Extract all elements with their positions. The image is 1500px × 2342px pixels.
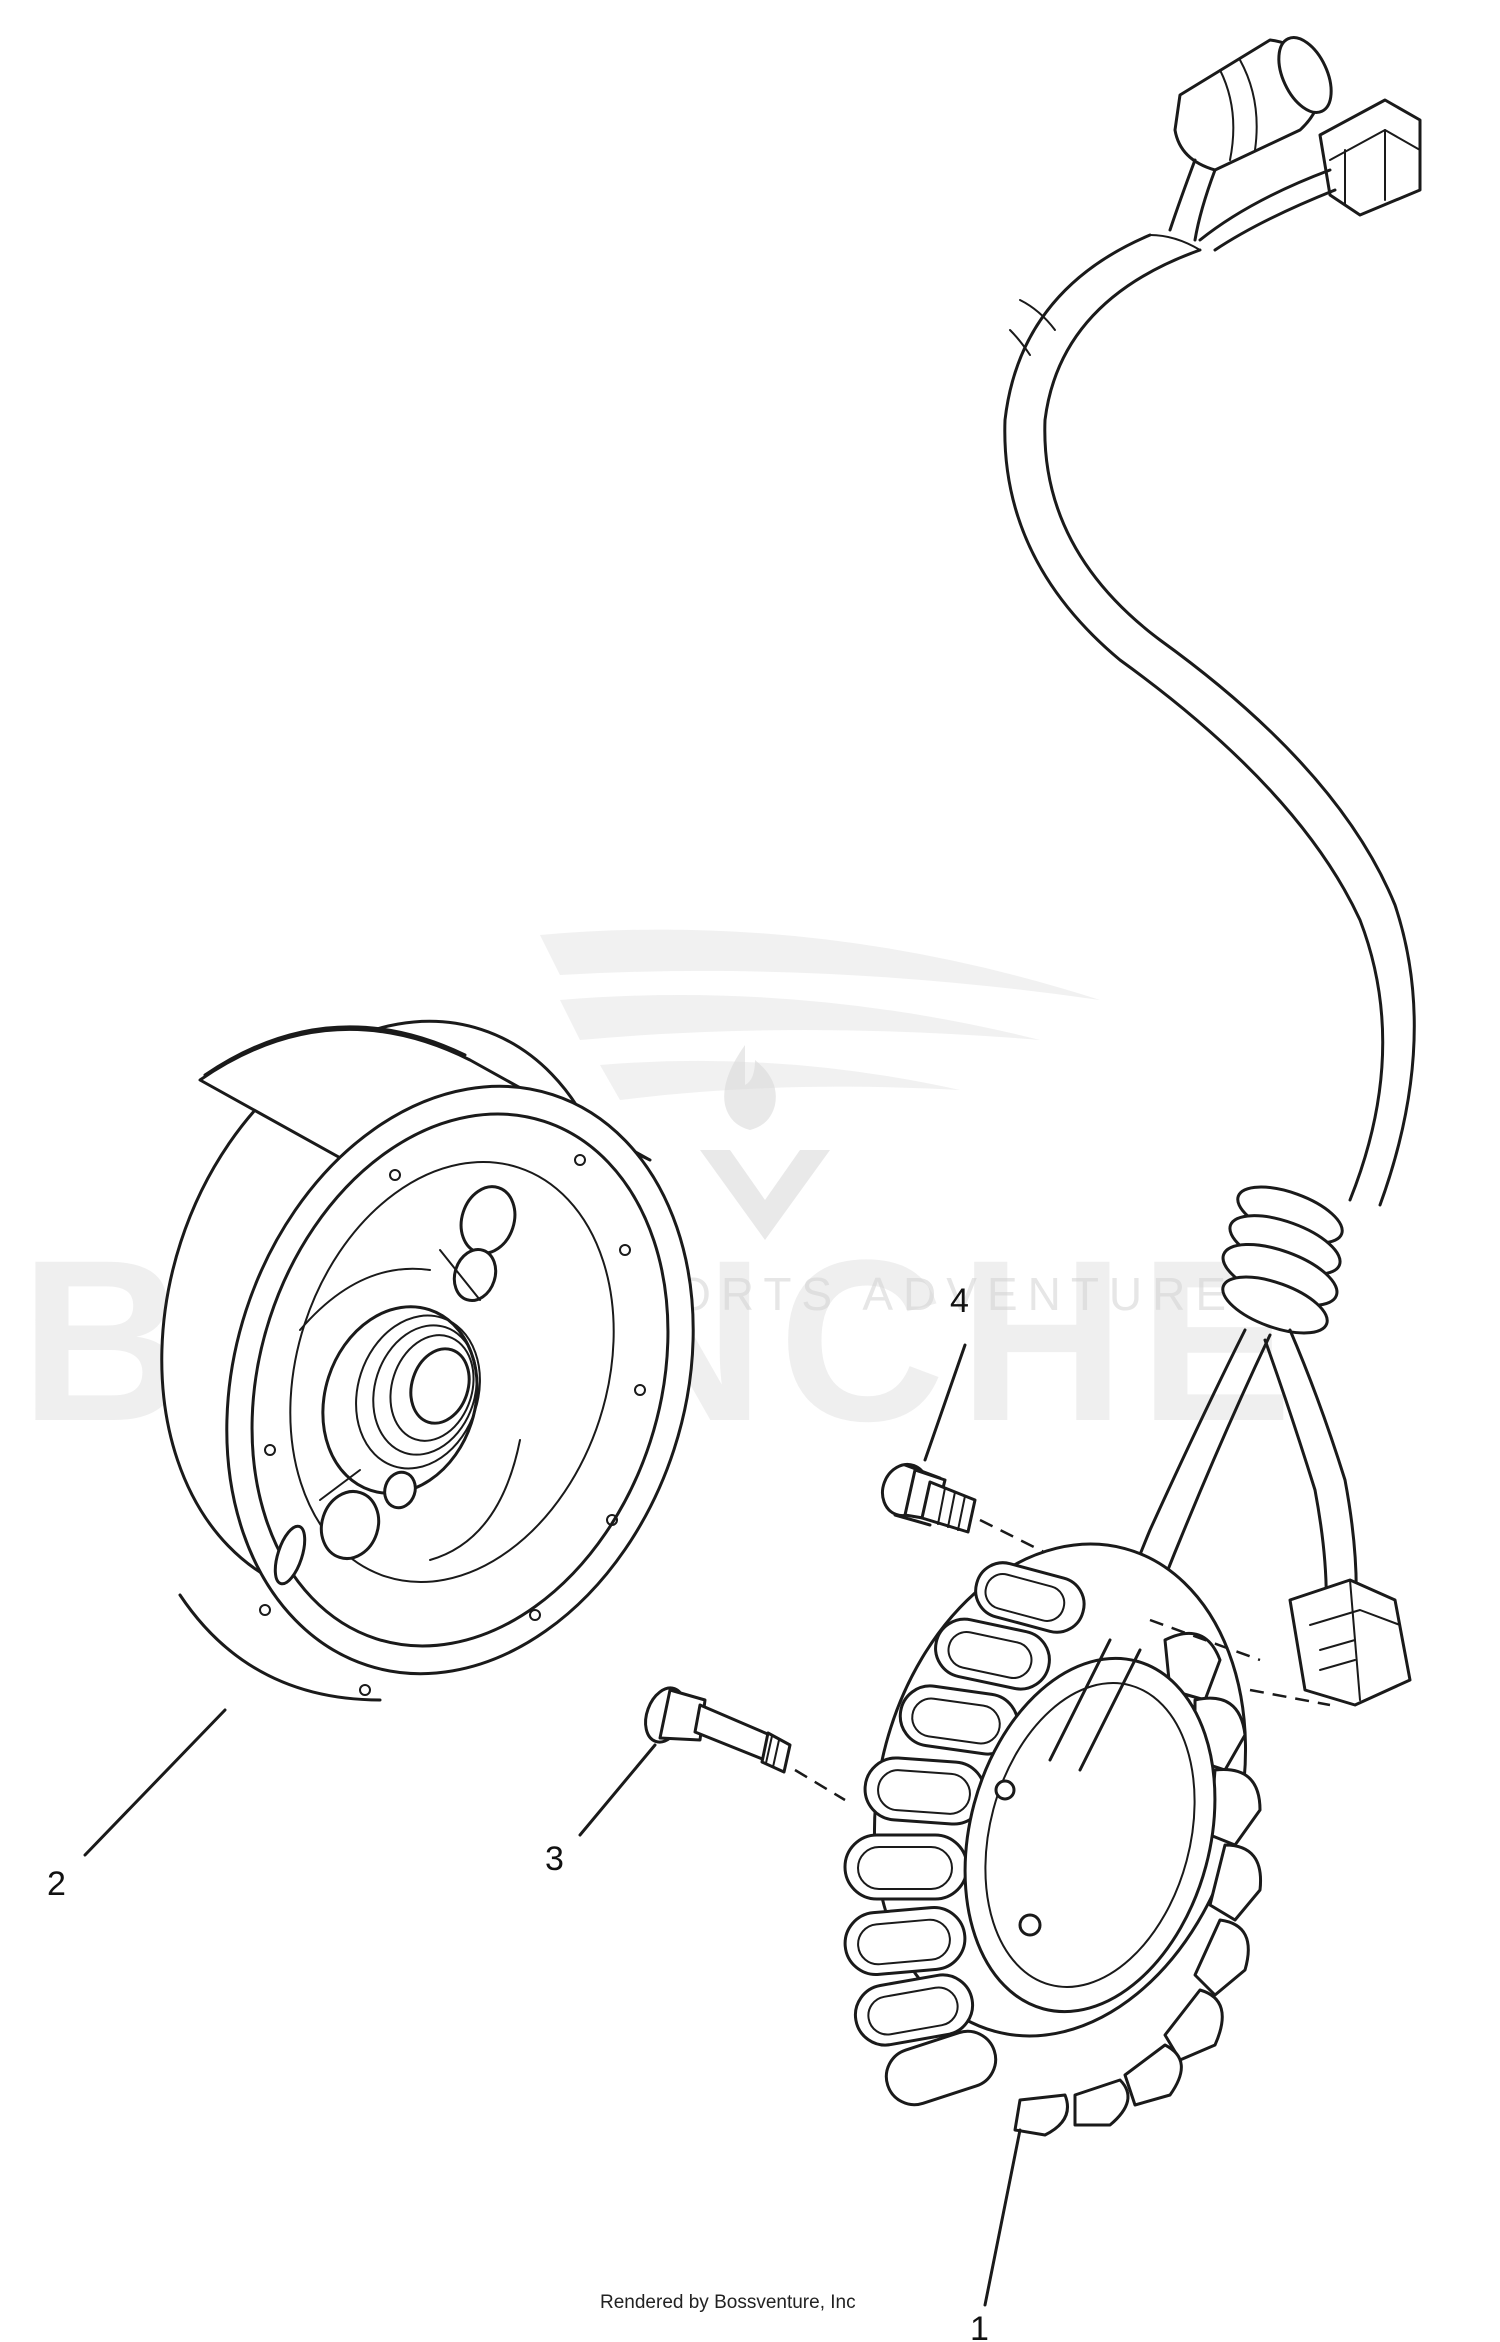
render-credit: Rendered by Bossventure, Inc bbox=[600, 2292, 856, 2313]
stator-poles bbox=[843, 1561, 1086, 2107]
wiring-harness bbox=[1003, 36, 1422, 1707]
flywheel-rotor bbox=[160, 1019, 695, 1702]
bolt-part-3 bbox=[644, 1686, 846, 1802]
watermark-v-icon bbox=[700, 1150, 830, 1240]
leader-lines bbox=[83, 1343, 1022, 2307]
callout-1: 1 bbox=[970, 2310, 989, 2342]
callout-3: 3 bbox=[545, 1840, 564, 1878]
leader-line-3 bbox=[578, 1743, 657, 1837]
leader-line-2 bbox=[83, 1708, 227, 1857]
leader-line-4 bbox=[923, 1343, 967, 1462]
callout-4: 4 bbox=[950, 1282, 969, 1320]
callout-2: 2 bbox=[47, 1865, 66, 1903]
watermark-flame-icon bbox=[724, 1045, 776, 1130]
leader-line-1 bbox=[983, 2128, 1022, 2307]
bolt-part-4 bbox=[880, 1462, 1071, 1567]
stator bbox=[843, 1542, 1331, 2137]
rim-holes bbox=[259, 1154, 646, 1696]
